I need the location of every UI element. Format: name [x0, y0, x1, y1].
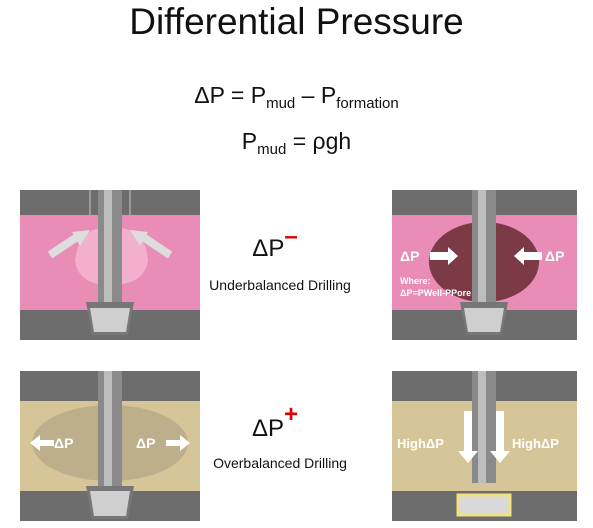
- overbalanced-caption: Overbalanced Drilling: [213, 455, 347, 471]
- svg-text:HighΔP: HighΔP: [397, 436, 444, 451]
- svg-text:ΔP: ΔP: [400, 248, 419, 264]
- page-title: Differential Pressure: [129, 1, 464, 42]
- svg-text:ΔP=PWell-PPore: ΔP=PWell-PPore: [400, 288, 471, 298]
- equation-differential-pressure: ΔP = Pmud – Pformation: [194, 82, 399, 112]
- overbalanced-illustration-right: HighΔP HighΔP: [392, 371, 577, 521]
- overbalanced-illustration-left: ΔP ΔP: [20, 371, 200, 521]
- underbalanced-illustration-right: ΔP ΔP Where: ΔP=PWell-PPore: [392, 190, 577, 340]
- equation-mud-pressure: Pmud = ρgh: [241, 128, 352, 158]
- underbalanced-delta-p: ΔP–: [252, 223, 298, 262]
- svg-text:HighΔP: HighΔP: [512, 436, 559, 451]
- svg-text:Where:: Where:: [400, 276, 431, 286]
- underbalanced-caption: Underbalanced Drilling: [209, 277, 351, 293]
- overbalanced-delta-p: ΔP+: [251, 401, 299, 442]
- underbalanced-illustration-left: [20, 190, 200, 340]
- svg-text:ΔP: ΔP: [54, 435, 73, 451]
- svg-text:ΔP: ΔP: [545, 248, 564, 264]
- svg-text:ΔP: ΔP: [136, 435, 155, 451]
